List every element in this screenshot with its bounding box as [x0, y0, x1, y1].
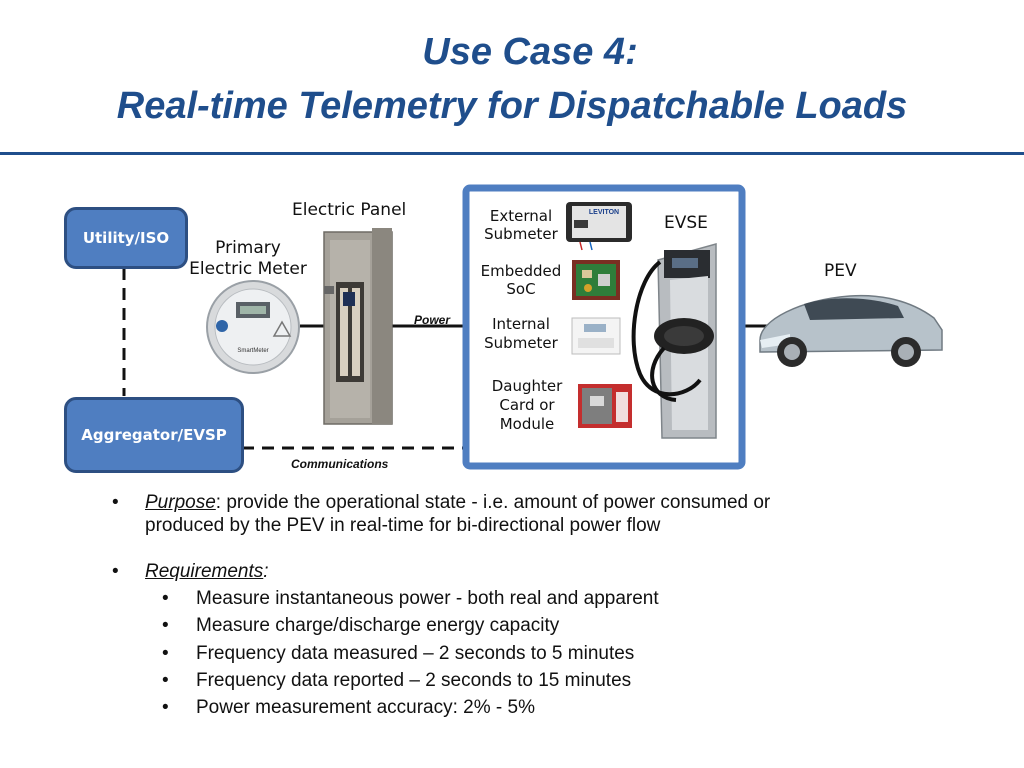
external-submeter-label: External Submeter — [478, 207, 564, 243]
slide-title-line-2: Real-time Telemetry for Dispatchable Loa… — [116, 85, 908, 127]
external-submeter-label-line-2: Submeter — [484, 225, 558, 243]
pev-label: PEV — [824, 261, 857, 281]
sub-bullet-dot: • — [162, 697, 169, 718]
external-submeter-icon: LEVITON — [566, 202, 632, 251]
internal-submeter-label-line-2: Submeter — [484, 334, 558, 352]
primary-meter-label: Primary Electric Meter — [180, 238, 316, 280]
svg-text:SmartMeter: SmartMeter — [237, 348, 268, 354]
daughter-card-label: Daughter Card or Module — [482, 377, 572, 434]
svg-text:LEVITON: LEVITON — [589, 209, 619, 216]
daughter-card-label-line-1: Daughter — [491, 377, 563, 395]
internal-submeter-label-line-1: Internal — [492, 315, 550, 333]
requirement-item: Frequency data reported – 2 seconds to 1… — [196, 670, 632, 691]
external-submeter-label-line-1: External — [489, 207, 553, 225]
utility-iso-box: Utility/ISO — [64, 207, 188, 269]
requirement-item: Measure charge/discharge energy capacity — [196, 615, 560, 636]
electric-panel-label: Electric Panel — [292, 200, 407, 220]
requirements-colon: : — [263, 561, 269, 582]
title-divider — [0, 152, 1024, 155]
sub-bullet-dot: • — [162, 588, 169, 609]
embedded-soc-label: Embedded SoC — [474, 262, 568, 298]
internal-submeter-label: Internal Submeter — [476, 315, 566, 353]
sub-bullet-dot: • — [162, 670, 169, 691]
electric-panel-icon — [323, 228, 393, 425]
bullet-dot: • — [112, 561, 119, 582]
purpose-text-1: : provide the operational state - i.e. a… — [215, 492, 771, 513]
sub-bullet-dot: • — [162, 643, 169, 664]
sub-bullet-dot: • — [162, 615, 169, 636]
pev-car-icon — [759, 294, 943, 367]
primary-meter-label-line-2: Electric Meter — [189, 259, 307, 279]
requirement-item: Measure instantaneous power - both real … — [196, 588, 659, 609]
daughter-card-icon — [578, 384, 632, 428]
primary-meter-label-line-1: Primary — [215, 238, 281, 258]
internal-submeter-icon — [571, 317, 621, 355]
daughter-card-label-line-3: Module — [499, 415, 555, 433]
purpose-bullet: Purpose: provide the operational state -… — [145, 492, 770, 514]
bullet-dot: • — [112, 492, 119, 513]
aggregator-evsp-label: Aggregator/EVSP — [81, 426, 227, 444]
evse-charger-icon — [631, 243, 717, 439]
smart-meter-icon: SmartMeter — [206, 280, 300, 374]
power-label: Power — [414, 313, 451, 327]
requirement-item: Power measurement accuracy: 2% - 5% — [196, 697, 535, 718]
utility-iso-label: Utility/ISO — [82, 229, 170, 247]
purpose-label: Purpose — [145, 492, 216, 513]
slide-title-line-1: Use Case 4: — [422, 31, 638, 73]
requirements-bullet: Requirements: — [145, 561, 269, 583]
embedded-soc-label-line-1: Embedded — [480, 262, 562, 280]
aggregator-evsp-box: Aggregator/EVSP — [64, 397, 244, 473]
purpose-text-2: produced by the PEV in real-time for bi-… — [145, 515, 661, 536]
requirements-label: Requirements — [145, 561, 264, 582]
requirement-item: Frequency data measured – 2 seconds to 5… — [196, 643, 635, 664]
evse-label: EVSE — [664, 213, 708, 233]
communications-label: Communications — [291, 457, 389, 471]
embedded-soc-icon — [572, 260, 620, 300]
daughter-card-label-line-2: Card or — [499, 396, 555, 414]
embedded-soc-label-line-2: SoC — [506, 280, 536, 298]
